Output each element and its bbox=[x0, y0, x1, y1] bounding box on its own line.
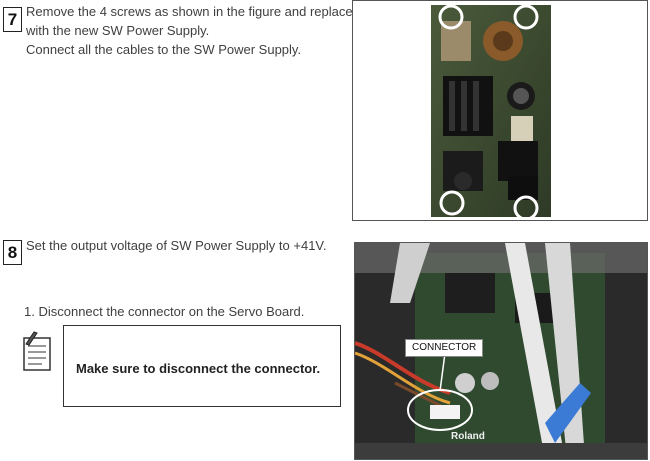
step-7-instruction-line-2: with the new SW Power Supply. bbox=[26, 23, 210, 38]
connector-callout: CONNECTOR bbox=[405, 339, 484, 357]
servo-board-illustration bbox=[355, 243, 647, 459]
note-text: Make sure to disconnect the connector. bbox=[76, 361, 321, 376]
step-7-number: 7 bbox=[3, 7, 22, 32]
step-7-instruction-line-1: Remove the 4 screws as shown in the figu… bbox=[26, 4, 353, 19]
step-8-number: 8 bbox=[3, 240, 22, 265]
note-pad-icon bbox=[23, 331, 51, 371]
power-supply-photo bbox=[352, 0, 648, 221]
step-7-instruction-line-3: Connect all the cables to the SW Power S… bbox=[26, 42, 302, 57]
power-supply-illustration bbox=[431, 4, 551, 220]
step-8-substep-1: 1. Disconnect the connector on the Servo… bbox=[24, 304, 305, 319]
note-box: Make sure to disconnect the connector. bbox=[63, 325, 341, 407]
servo-board-photo: CONNECTOR Roland bbox=[354, 242, 648, 460]
brand-label: Roland bbox=[451, 431, 485, 442]
step-8-instruction: Set the output voltage of SW Power Suppl… bbox=[26, 238, 327, 253]
